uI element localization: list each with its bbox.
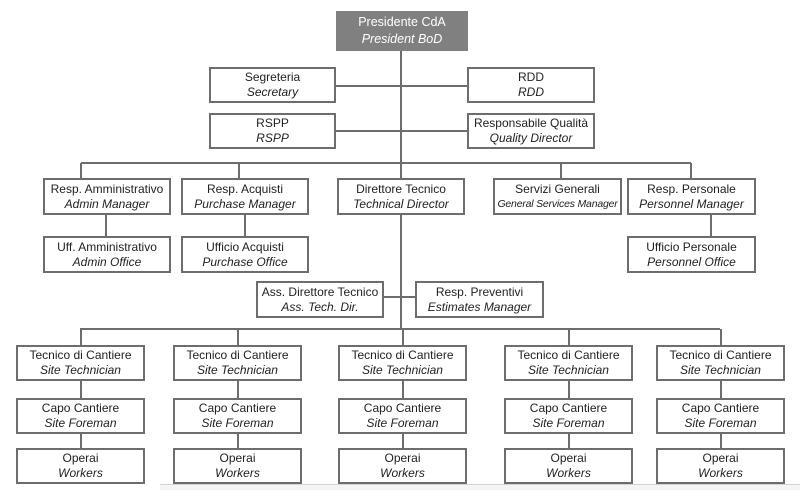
workers-title-en: Workers bbox=[215, 466, 260, 480]
estimates-manager-title-en: Estimates Manager bbox=[427, 299, 532, 314]
personnel-manager-title-en: Personnel Manager bbox=[639, 196, 744, 211]
horizontal-scrollbar[interactable] bbox=[160, 484, 800, 490]
site-technician-title-en: Site Technician bbox=[680, 363, 761, 377]
quality-director-title-it: Responsabile Qualità bbox=[473, 116, 589, 130]
secretary-title-en: Secretary bbox=[246, 85, 299, 99]
site-technician-title-en: Site Technician bbox=[362, 363, 443, 377]
workers-title-en: Workers bbox=[380, 466, 425, 480]
site-foreman-title-it: Capo Cantiere bbox=[41, 401, 120, 415]
quality-director-title-en: Quality Director bbox=[489, 131, 573, 145]
site-technician-title-it: Tecnico di Cantiere bbox=[186, 348, 289, 362]
rdd-title-it: RDD bbox=[518, 70, 544, 84]
site-foreman-title-en: Site Foreman bbox=[684, 416, 757, 430]
site-technician-title-en: Site Technician bbox=[40, 363, 121, 377]
secretary-box: Segreteria Secretary bbox=[209, 67, 336, 103]
personnel-manager-box: Resp. Personale Personnel Manager bbox=[627, 178, 756, 215]
personnel-office-title-it: Ufficio Personale bbox=[646, 239, 737, 254]
assistant-tech-director-title-en: Ass. Tech. Dir. bbox=[281, 299, 359, 314]
workers-title-it: Operai bbox=[62, 451, 99, 465]
rdd-box: RDD RDD bbox=[467, 67, 595, 103]
site-foreman-title-it: Capo Cantiere bbox=[363, 401, 442, 415]
admin-office-box: Uff. Amministrativo Admin Office bbox=[43, 236, 171, 273]
site-foreman-title-it: Capo Cantiere bbox=[681, 401, 760, 415]
general-services-title-en: General Services Manager bbox=[497, 197, 618, 210]
site-foreman-title-it: Capo Cantiere bbox=[198, 401, 277, 415]
workers-title-it: Operai bbox=[550, 451, 587, 465]
quality-director-box: Responsabile Qualità Quality Director bbox=[467, 113, 595, 149]
site-technician-title-en: Site Technician bbox=[528, 363, 609, 377]
purchase-office-box: Ufficio Acquisti Purchase Office bbox=[181, 236, 309, 273]
workers-title-it: Operai bbox=[384, 451, 421, 465]
site-foreman-title-en: Site Foreman bbox=[44, 416, 117, 430]
secretary-title-it: Segreteria bbox=[244, 70, 301, 84]
site-technician-title-it: Tecnico di Cantiere bbox=[29, 348, 132, 362]
admin-manager-title-en: Admin Manager bbox=[64, 196, 150, 211]
estimates-manager-box: Resp. Preventivi Estimates Manager bbox=[415, 281, 544, 318]
site-foreman-title-it: Capo Cantiere bbox=[529, 401, 608, 415]
assistant-tech-director-box: Ass. Direttore Tecnico Ass. Tech. Dir. bbox=[256, 281, 384, 318]
admin-manager-box: Resp. Amministrativo Admin Manager bbox=[43, 178, 171, 215]
site-foreman-title-en: Site Foreman bbox=[201, 416, 274, 430]
personnel-office-box: Ufficio Personale Personnel Office bbox=[627, 236, 756, 273]
general-services-box: Servizi Generali General Services Manage… bbox=[493, 178, 622, 215]
admin-office-title-it: Uff. Amministrativo bbox=[57, 239, 157, 254]
technical-director-box: Direttore Tecnico Technical Director bbox=[337, 178, 465, 215]
workers-title-it: Operai bbox=[219, 451, 256, 465]
site-technician-title-en: Site Technician bbox=[197, 363, 278, 377]
president-title-en: President BoD bbox=[361, 32, 443, 46]
site-foreman-title-en: Site Foreman bbox=[532, 416, 605, 430]
personnel-manager-title-it: Resp. Personale bbox=[647, 181, 736, 196]
purchase-office-title-en: Purchase Office bbox=[202, 254, 288, 269]
purchase-manager-box: Resp. Acquisti Purchase Manager bbox=[181, 178, 309, 215]
rdd-title-en: RDD bbox=[518, 85, 544, 99]
president-box: Presidente CdA President BoD bbox=[336, 11, 468, 51]
general-services-title-it: Servizi Generali bbox=[515, 181, 600, 196]
workers-title-it: Operai bbox=[702, 451, 739, 465]
purchase-manager-title-en: Purchase Manager bbox=[194, 196, 296, 211]
technical-director-title-en: Technical Director bbox=[353, 196, 449, 211]
estimates-manager-title-it: Resp. Preventivi bbox=[435, 284, 524, 299]
admin-manager-title-it: Resp. Amministrativo bbox=[50, 181, 164, 196]
admin-office-title-en: Admin Office bbox=[72, 254, 142, 269]
president-title-it: Presidente CdA bbox=[358, 15, 446, 29]
site-technician-title-it: Tecnico di Cantiere bbox=[351, 348, 454, 362]
workers-title-en: Workers bbox=[698, 466, 743, 480]
rspp-title-it: RSPP bbox=[256, 116, 289, 130]
assistant-tech-director-title-it: Ass. Direttore Tecnico bbox=[261, 284, 379, 299]
purchase-office-title-it: Ufficio Acquisti bbox=[206, 239, 284, 254]
rspp-title-en: RSPP bbox=[256, 131, 289, 145]
rspp-box: RSPP RSPP bbox=[209, 113, 336, 149]
workers-title-en: Workers bbox=[546, 466, 591, 480]
purchase-manager-title-it: Resp. Acquisti bbox=[206, 181, 284, 196]
site-technician-title-it: Tecnico di Cantiere bbox=[669, 348, 772, 362]
workers-title-en: Workers bbox=[58, 466, 103, 480]
site-technician-title-it: Tecnico di Cantiere bbox=[517, 348, 620, 362]
technical-director-title-it: Direttore Tecnico bbox=[356, 181, 446, 196]
personnel-office-title-en: Personnel Office bbox=[647, 254, 736, 269]
site-foreman-title-en: Site Foreman bbox=[366, 416, 439, 430]
